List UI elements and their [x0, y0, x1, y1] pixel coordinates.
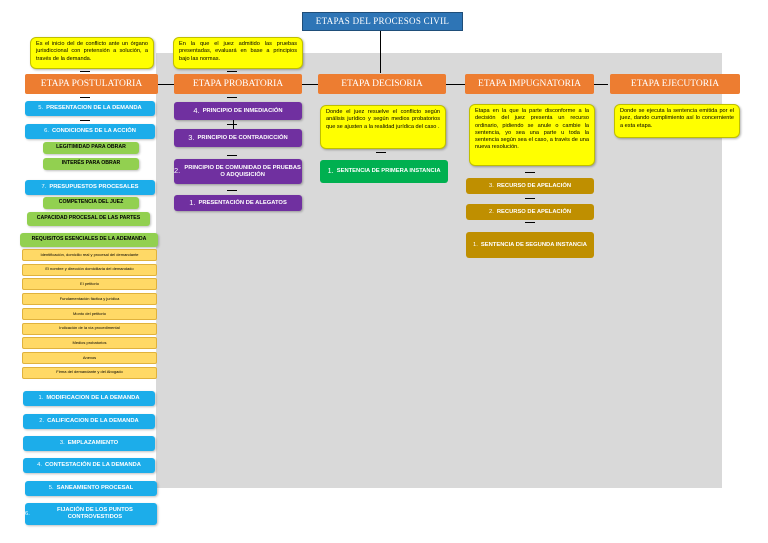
probatoria-principle: 1.PRESENTACIÓN DE ALEGATOS [174, 195, 302, 211]
step-number: 5. [38, 105, 44, 112]
step-number: 3. [59, 440, 65, 447]
step-number: 2. [174, 166, 181, 176]
impugnatoria-step: 3.RECURSO DE APELACIÓN [466, 178, 594, 194]
note-probatoria: En la que el juez admitido las pruebas p… [173, 37, 303, 69]
postulatoria-step: 6. FIJACIÓN DE LOS PUNTOS CONTROVESTIDOS [25, 503, 157, 525]
interes-obrar: INTERÉS PARA OBRAR [43, 158, 139, 170]
step-label: SANEAMIENTO PROCESAL [56, 485, 134, 492]
requisitos-demanda: REQUISITOS ESENCIALES DE LA ADEMANDA [20, 233, 158, 247]
step-label: PRINCIPIO DE COMUNIDAD DE PRUEBAS O ADQU… [184, 164, 301, 178]
requisito-item: El nombre y dirección domiciliaria del d… [22, 263, 157, 276]
stage-ejecutoria: ETAPA EJECUTORIA [610, 74, 740, 94]
step-number: 3. [188, 132, 195, 142]
probatoria-principle: 2.PRINCIPIO DE COMUNIDAD DE PRUEBAS O AD… [174, 159, 302, 184]
stage-postulatoria: ETAPA POSTULATORIA [25, 74, 158, 94]
step-label: PRINCIPIO DE INMEDIACIÓN [202, 107, 283, 114]
dash [227, 155, 237, 156]
postulatoria-step: 1.MODIFICACION DE LA DEMANDA [23, 391, 155, 406]
postulatoria-step: 2.CALIFICACION DE LA DEMANDA [23, 414, 155, 429]
dash [227, 97, 237, 98]
step-label: RECURSO DE APELACIÓN [496, 182, 572, 189]
requisito-item: Identificación, domicilio real y procesa… [22, 249, 157, 261]
stage-decisoria: ETAPA DECISORIA [318, 74, 446, 94]
step-number: 1. [38, 395, 44, 402]
step-label: CONTESTACIÓN DE LA DEMANDA [44, 462, 141, 469]
step-number: 1. [327, 166, 334, 176]
presentacion-demanda: 5.PRESENTACION DE LA DEMANDA [25, 101, 155, 116]
step-label: FIJACIÓN DE LOS PUNTOS CONTROVESTIDOS [56, 507, 133, 520]
step-label: EMPLAZAMIENTO [67, 440, 119, 447]
step-number: 7. [41, 184, 47, 191]
step-number: 4. [193, 105, 200, 115]
step-label: CONDICIONES DE LA ACCIÓN [51, 128, 136, 135]
stage-probatoria: ETAPA PROBATORIA [174, 74, 302, 94]
step-label: CALIFICACION DE LA DEMANDA [47, 418, 139, 425]
stage-impugnatoria: ETAPA IMPUGNATORIA [465, 74, 594, 94]
competencia-juez: COMPETENCIA DEL JUEZ [43, 197, 139, 209]
presupuestos-procesales: 7.PRESUPUESTOS PROCESALES [25, 180, 155, 195]
postulatoria-step: 3.EMPLAZAMIENTO [23, 436, 155, 451]
dash [525, 198, 535, 199]
step-number: 6. [25, 510, 30, 517]
condiciones-accion: 6.CONDICIONES DE LA ACCIÓN [25, 124, 155, 139]
sentencia-primera-instancia: 1.SENTENCIA DE PRIMERA INSTANCIA [320, 160, 448, 183]
step-label: MODIFICACION DE LA DEMANDA [46, 395, 140, 402]
note-postulatoria: Es el inicio del de conflicto ante un ór… [30, 37, 154, 69]
step-number: 1. [189, 197, 196, 207]
step-label: SENTENCIA DE SEGUNDA INSTANCIA [480, 241, 587, 248]
requisito-item: Monto del petitorio [22, 307, 157, 320]
step-label: PRESENTACIÓN DE ALEGATOS [198, 199, 287, 206]
dash [80, 120, 90, 121]
step-number: 1. [473, 241, 478, 248]
step-number: 5. [48, 485, 54, 492]
dash [227, 190, 237, 191]
requisito-item: Firma del demandante y del Abogado [22, 366, 157, 379]
title-connector [380, 31, 381, 73]
dash [227, 71, 237, 72]
dash [80, 71, 90, 72]
step-label: PRESENTACION DE LA DEMANDA [46, 105, 142, 112]
dash [80, 97, 90, 98]
step-number: 3. [488, 182, 494, 189]
capacidad-procesal: CAPACIDAD PROCESAL DE LAS PARTES [27, 212, 150, 226]
impugnatoria-step: 1.SENTENCIA DE SEGUNDA INSTANCIA [466, 232, 594, 258]
requisito-item: Fundamentación fáctica y jurídica [22, 293, 157, 306]
step-number: 4. [37, 462, 42, 469]
dash [376, 152, 386, 153]
step-label: RECURSO DE APELACIÓN [496, 208, 572, 215]
note-decisoria: Donde el juez resuelve el conflicto segú… [320, 105, 446, 149]
legitimidad-obrar: LEGITIMIDAD PARA OBRAR [43, 142, 139, 154]
step-label: SENTENCIA DE PRIMERA INSTANCIA [336, 168, 441, 175]
step-number: 6. [44, 128, 49, 135]
requisito-item: El petitorio [22, 278, 157, 291]
dash [525, 172, 535, 173]
dash [227, 124, 237, 125]
diagram-title: ETAPAS DEL PROCESOS CIVIL [302, 12, 463, 31]
probatoria-principle: 3.PRINCIPIO DE CONTRADICCIÓN [174, 129, 302, 147]
probatoria-principle: 4.PRINCIPIO DE INMEDIACIÓN [174, 102, 302, 120]
note-ejecutoria: Donde se ejecuta la sentencia emitida po… [614, 104, 740, 138]
step-label: PRESUPUESTOS PROCESALES [49, 184, 139, 191]
note-impugnatoria: Etapa en la que la parte disconforme a l… [469, 104, 595, 166]
dash [525, 222, 535, 223]
step-label: PRINCIPIO DE CONTRADICCIÓN [197, 134, 288, 141]
impugnatoria-step: 2.RECURSO DE APELACIÓN [466, 204, 594, 220]
postulatoria-step: 5.SANEAMIENTO PROCESAL [25, 481, 157, 496]
requisito-item: Anexos [22, 351, 157, 364]
step-number: 2. [488, 208, 494, 215]
step-number: 2. [39, 418, 45, 425]
postulatoria-step: 4.CONTESTACIÓN DE LA DEMANDA [23, 458, 155, 473]
requisito-item: Medios probatorios [22, 337, 157, 350]
requisito-item: Indicación de la vía procedimental [22, 322, 157, 335]
